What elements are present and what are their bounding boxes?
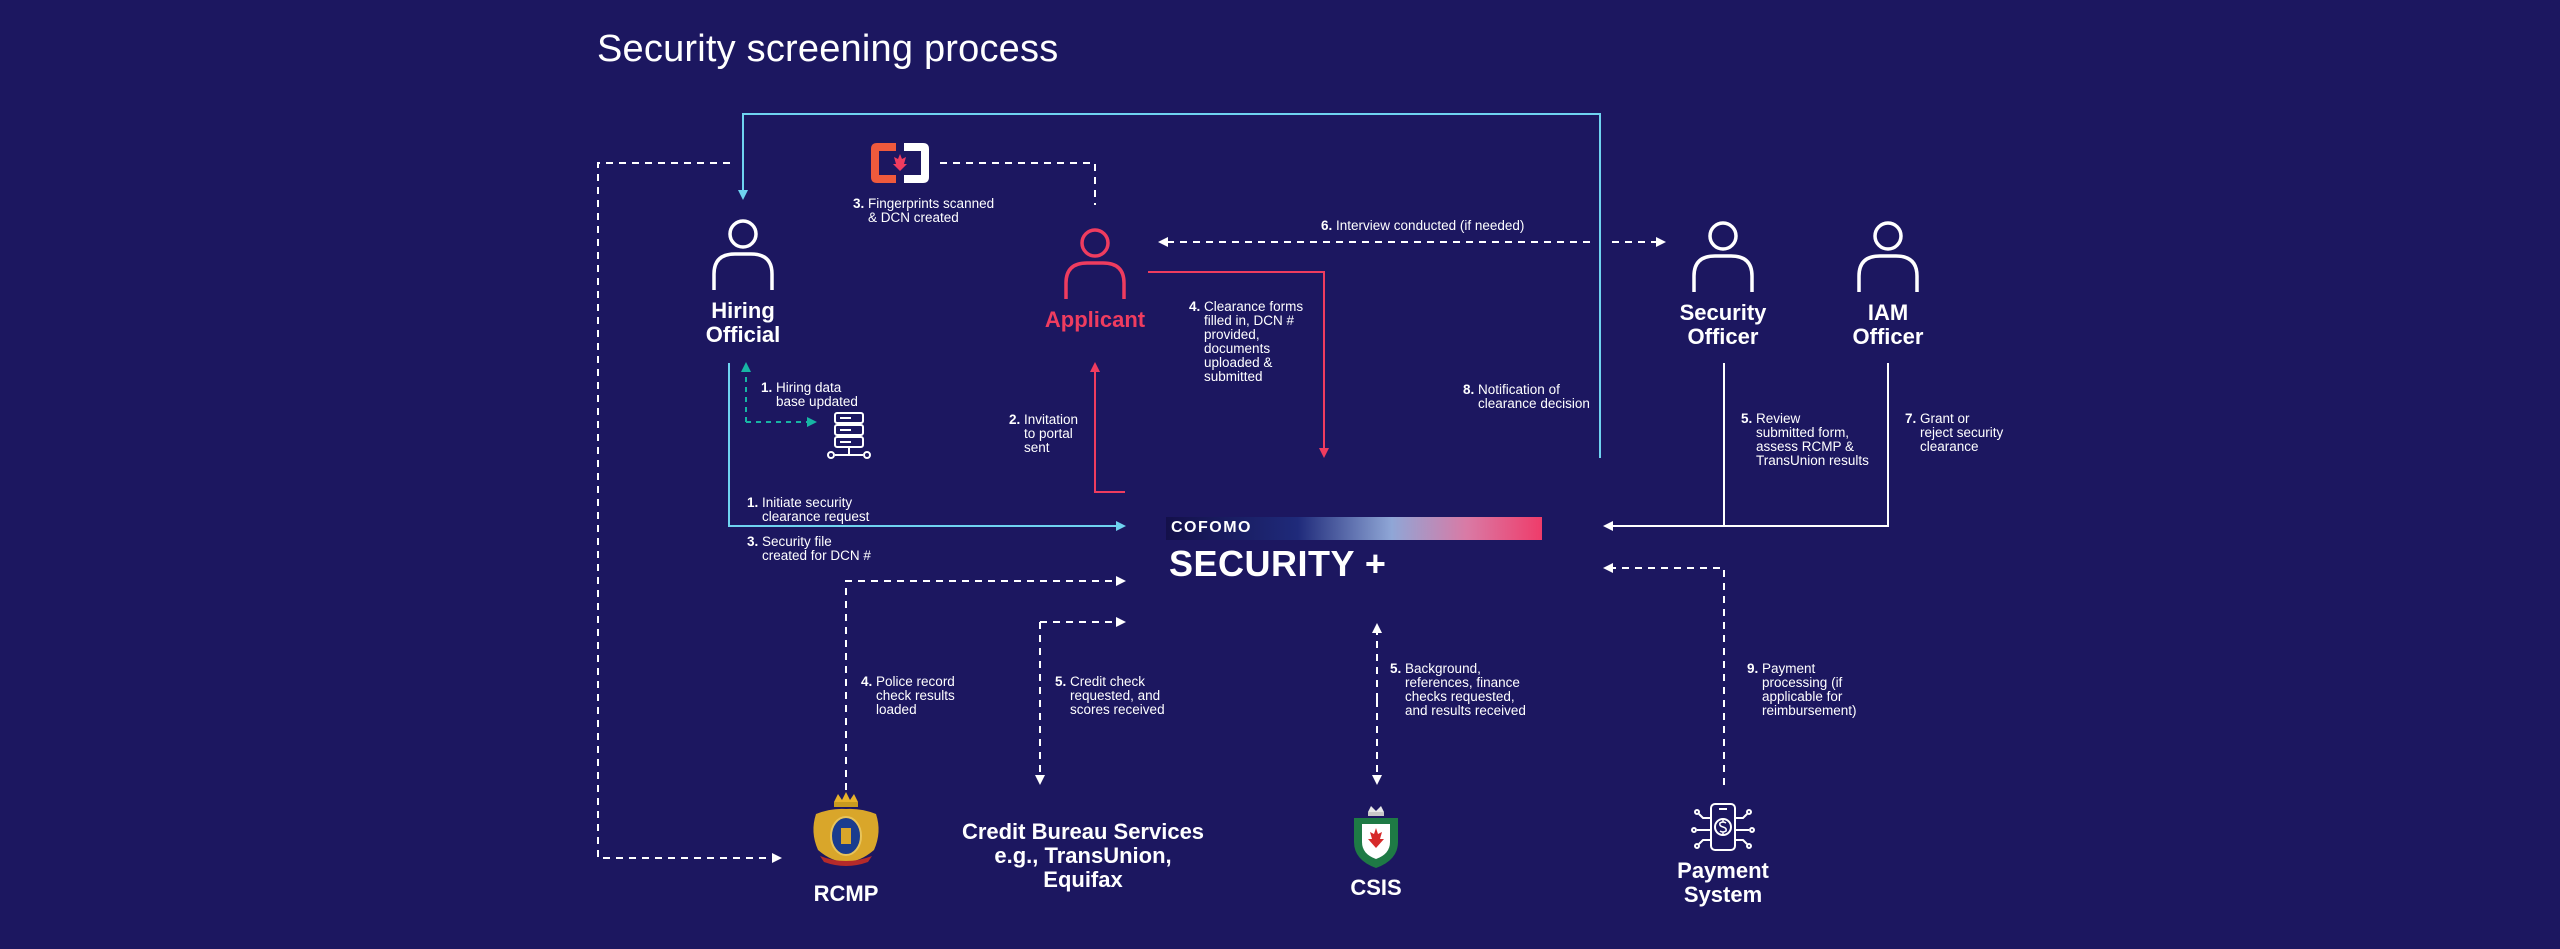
grant-line: [1603, 363, 1889, 531]
person-icon: [1064, 228, 1126, 299]
page-title: Security screening process: [597, 28, 1059, 70]
step-6-interview: 6. Interview conducted (if needed): [1321, 218, 1525, 233]
clearance-forms-line: [1148, 271, 1329, 458]
person-icon: [1857, 221, 1919, 292]
csis-crest-icon: [1354, 806, 1398, 868]
fingerprint-dashed-line-right: [940, 162, 1096, 205]
invitation-line: [1090, 362, 1125, 493]
actor-rcmp: RCMP: [813, 881, 879, 906]
initiate-request-line: [728, 363, 1126, 531]
actor-csis: CSIS: [1350, 875, 1402, 900]
actor-credit-bureau: Credit Bureau Services e.g., TransUnion,…: [961, 819, 1205, 892]
step-1-hiring-database: 1. Hiring data base updated: [761, 380, 858, 409]
step-5-review: 5. Review submitted form, assess RCMP & …: [1741, 411, 1869, 468]
step-8-notification: 8. Notification of clearance decision: [1463, 382, 1590, 411]
person-icon: [1692, 221, 1754, 292]
step-3-fingerprints: 3. Fingerprints scanned & DCN created: [853, 196, 995, 225]
step-9-payment: 9. Payment processing (if applicable for…: [1747, 661, 1857, 718]
logo-brand: COFOMO: [1171, 519, 1252, 536]
notification-line: [738, 113, 1601, 458]
database-server-icon: [827, 412, 871, 459]
logo-product: SECURITY +: [1169, 543, 1387, 584]
step-5-credit-check: 5. Credit check requested, and scores re…: [1055, 674, 1165, 717]
police-record-line: [845, 576, 1126, 790]
step-7-grant: 7. Grant or reject security clearance: [1905, 411, 2004, 454]
actor-hiring-official: Hiring Official: [705, 298, 781, 347]
canada-fingerprint-icon: [871, 143, 929, 183]
fingerprint-dashed-line-left: [597, 162, 782, 863]
step-1-initiate-request: 1. Initiate security clearance request: [747, 495, 870, 524]
step-5-background-checks: 5. Background, references, finance check…: [1390, 661, 1526, 718]
actor-iam-officer: IAM Officer: [1852, 300, 1924, 349]
actor-applicant: Applicant: [1044, 307, 1146, 332]
step-4-clearance-forms: 4. Clearance forms filled in, DCN # prov…: [1189, 299, 1304, 384]
step-3-security-file: 3. Security file created for DCN #: [747, 534, 871, 563]
mobile-payment-icon: [1691, 803, 1755, 851]
logo-gradient-bar: [1166, 517, 1542, 540]
rcmp-crest-icon: [813, 792, 879, 866]
actor-payment-system: Payment System: [1677, 858, 1769, 907]
person-icon: [712, 219, 774, 290]
step-2-invitation: 2. Invitation to portal sent: [1009, 412, 1079, 455]
actor-security-officer: Security Officer: [1679, 300, 1767, 349]
payment-line: [1603, 563, 1725, 785]
step-4-police-record: 4. Police record check results loaded: [861, 674, 955, 717]
